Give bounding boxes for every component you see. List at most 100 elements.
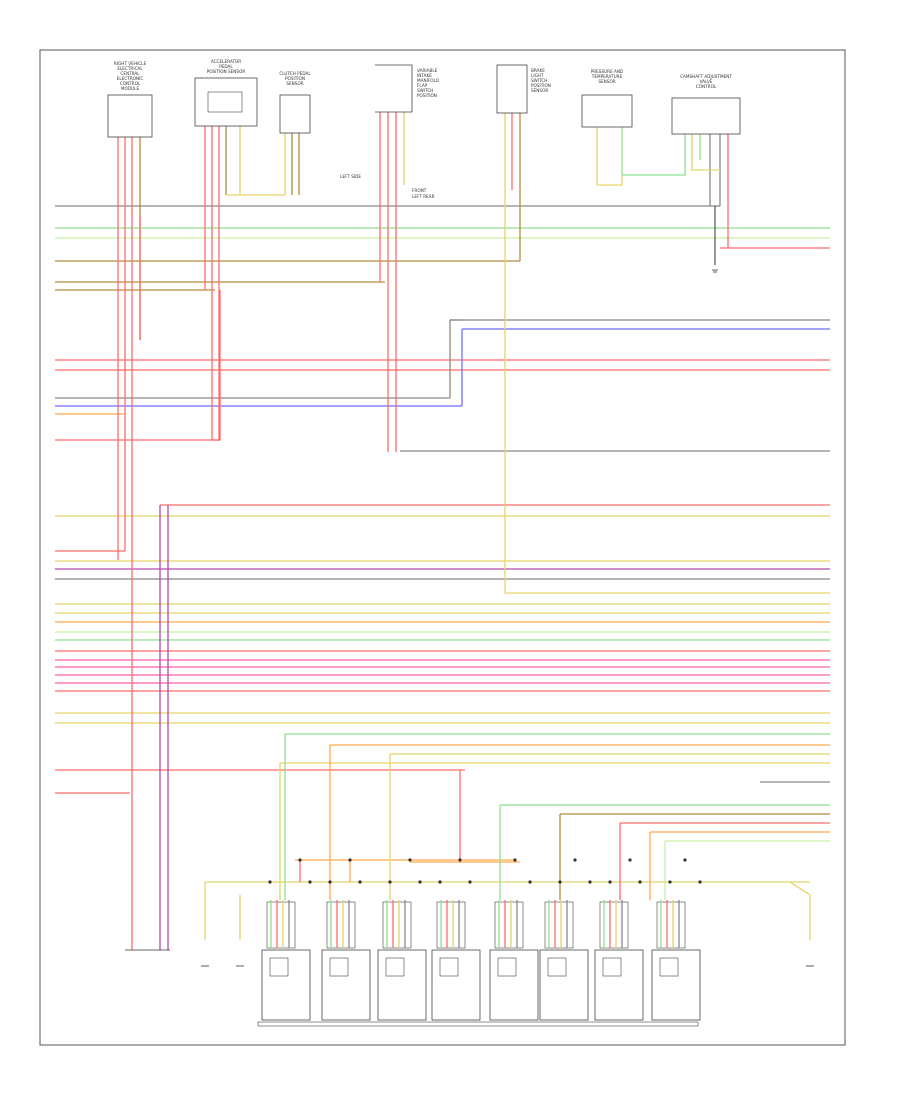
component-box (375, 64, 413, 113)
splice-dot (438, 880, 442, 884)
component-label-line: CENTRAL (120, 71, 140, 76)
ignition-coil (594, 900, 644, 1021)
coil-connector (382, 901, 412, 949)
coil-element (329, 957, 349, 977)
component-label-line: POSITION SENSOR (207, 69, 246, 74)
ignition-coils (257, 900, 701, 1027)
component-label-line: ACCELERATOR (211, 59, 241, 64)
component-label-line: SWITCH (531, 78, 547, 83)
coil-element (497, 957, 517, 977)
sensor-element (207, 91, 243, 113)
ignition-coil (261, 900, 311, 1021)
component-label-line: BRAKE (531, 68, 545, 73)
splice-label: FRONT (412, 188, 427, 193)
component-label-line: SENSOR (531, 88, 548, 93)
splice-dot (408, 858, 412, 862)
splice-dot (513, 858, 517, 862)
splice-dot (308, 880, 312, 884)
component-label-line: VALVE (700, 79, 713, 84)
splice-dot (458, 858, 462, 862)
component-label-line: POSITION (285, 76, 305, 81)
wire (597, 175, 623, 186)
ignition-coil (489, 900, 539, 1021)
wire (691, 160, 720, 171)
top-components: RIGHT VEHICLE ELECTRICAL CENTRAL ELECTRO… (107, 59, 741, 138)
component-label-line: PRESSURE AND (591, 69, 624, 74)
pressure-temperature-sensor: PRESSURE AND TEMPERATURE SENSOR (581, 69, 633, 128)
wire (789, 881, 811, 940)
diagram-frame (39, 49, 846, 1046)
camshaft-adjustment-valve: CAMSHAFT ADJUSTMENT VALVE CONTROL (671, 74, 741, 135)
coil-element (547, 957, 567, 977)
ignition-coil (651, 900, 701, 1021)
component-label-line: TEMPERATURE (591, 74, 623, 79)
splice-dot (418, 880, 422, 884)
coil-connector (599, 901, 629, 949)
coil-connector (266, 901, 296, 949)
component-label-line: PEDAL (219, 64, 233, 69)
splice-dot (638, 880, 642, 884)
intake-flap-switch: VARIABLE INTAKE MANIFOLD FLAP SWITCH POS… (375, 64, 439, 113)
splice-label: LEFT REAR (412, 194, 435, 199)
splice-dot (388, 880, 392, 884)
clutch-pedal-sensor: CLUTCH PEDAL POSITION SENSOR (279, 71, 311, 134)
component-label-line: MANIFOLD (417, 78, 439, 83)
component-label-line: ELECTRICAL (117, 66, 143, 71)
splice-dot (588, 880, 592, 884)
splice-label: LEFT SIDE (340, 174, 361, 179)
component-label-line: LIGHT (531, 73, 544, 78)
component-label-line: CONTROL (120, 81, 141, 86)
splice-dot (328, 880, 332, 884)
component-label-line: SWITCH (417, 88, 433, 93)
component-box (496, 64, 528, 114)
right-vehicle-electrical-module: RIGHT VEHICLE ELECTRICAL CENTRAL ELECTRO… (107, 61, 153, 138)
component-label-line: ELECTRONIC (117, 76, 144, 81)
ignition-coil (431, 900, 481, 1021)
ground-symbol (712, 269, 718, 273)
component-label-line: FLAP (417, 83, 428, 88)
component-label-line: SENSOR (598, 79, 615, 84)
brake-light-switch: BRAKE LIGHT SWITCH POSITION SENSOR (496, 64, 551, 114)
accelerator-pedal-sensor: ACCELERATOR PEDAL POSITION SENSOR (194, 59, 258, 127)
splice-dot (558, 880, 562, 884)
component-label-line: CAMSHAFT ADJUSTMENT (680, 74, 732, 79)
splice-dot (468, 880, 472, 884)
component-label-line: MODULE (121, 86, 140, 91)
splice-dot (528, 880, 532, 884)
ignition-coil (321, 900, 371, 1021)
splice-dot (683, 858, 687, 862)
wire (449, 319, 462, 398)
splice-dot (608, 880, 612, 884)
component-label-line: INTAKE (417, 73, 432, 78)
splice-dot (358, 880, 362, 884)
component-label-line: POSITION (417, 93, 437, 98)
component-label-line: VARIABLE (417, 68, 438, 73)
coil-connector (494, 901, 524, 949)
coil-rail (257, 1021, 699, 1027)
component-label-line: RIGHT VEHICLE (114, 61, 147, 66)
component-box (671, 97, 741, 135)
component-label-line: CLUTCH PEDAL (279, 71, 311, 76)
ignition-coil (377, 900, 427, 1021)
splice-dot (268, 880, 272, 884)
splice-dot (628, 858, 632, 862)
coil-element (269, 957, 289, 977)
coil-element (602, 957, 622, 977)
coil-connector (544, 901, 574, 949)
splice-dot (698, 880, 702, 884)
splice-dot (668, 880, 672, 884)
coil-connector (656, 901, 686, 949)
wire (212, 290, 221, 441)
component-label-line: SENSOR (286, 81, 303, 86)
ignition-coil (539, 900, 589, 1021)
component-box (581, 94, 633, 128)
component-label-line: POSITION (531, 83, 551, 88)
component-box (107, 94, 153, 138)
component-box (279, 94, 311, 134)
coil-element (439, 957, 459, 977)
coil-connector (436, 901, 466, 949)
coil-element (659, 957, 679, 977)
wires-layer (55, 112, 830, 967)
